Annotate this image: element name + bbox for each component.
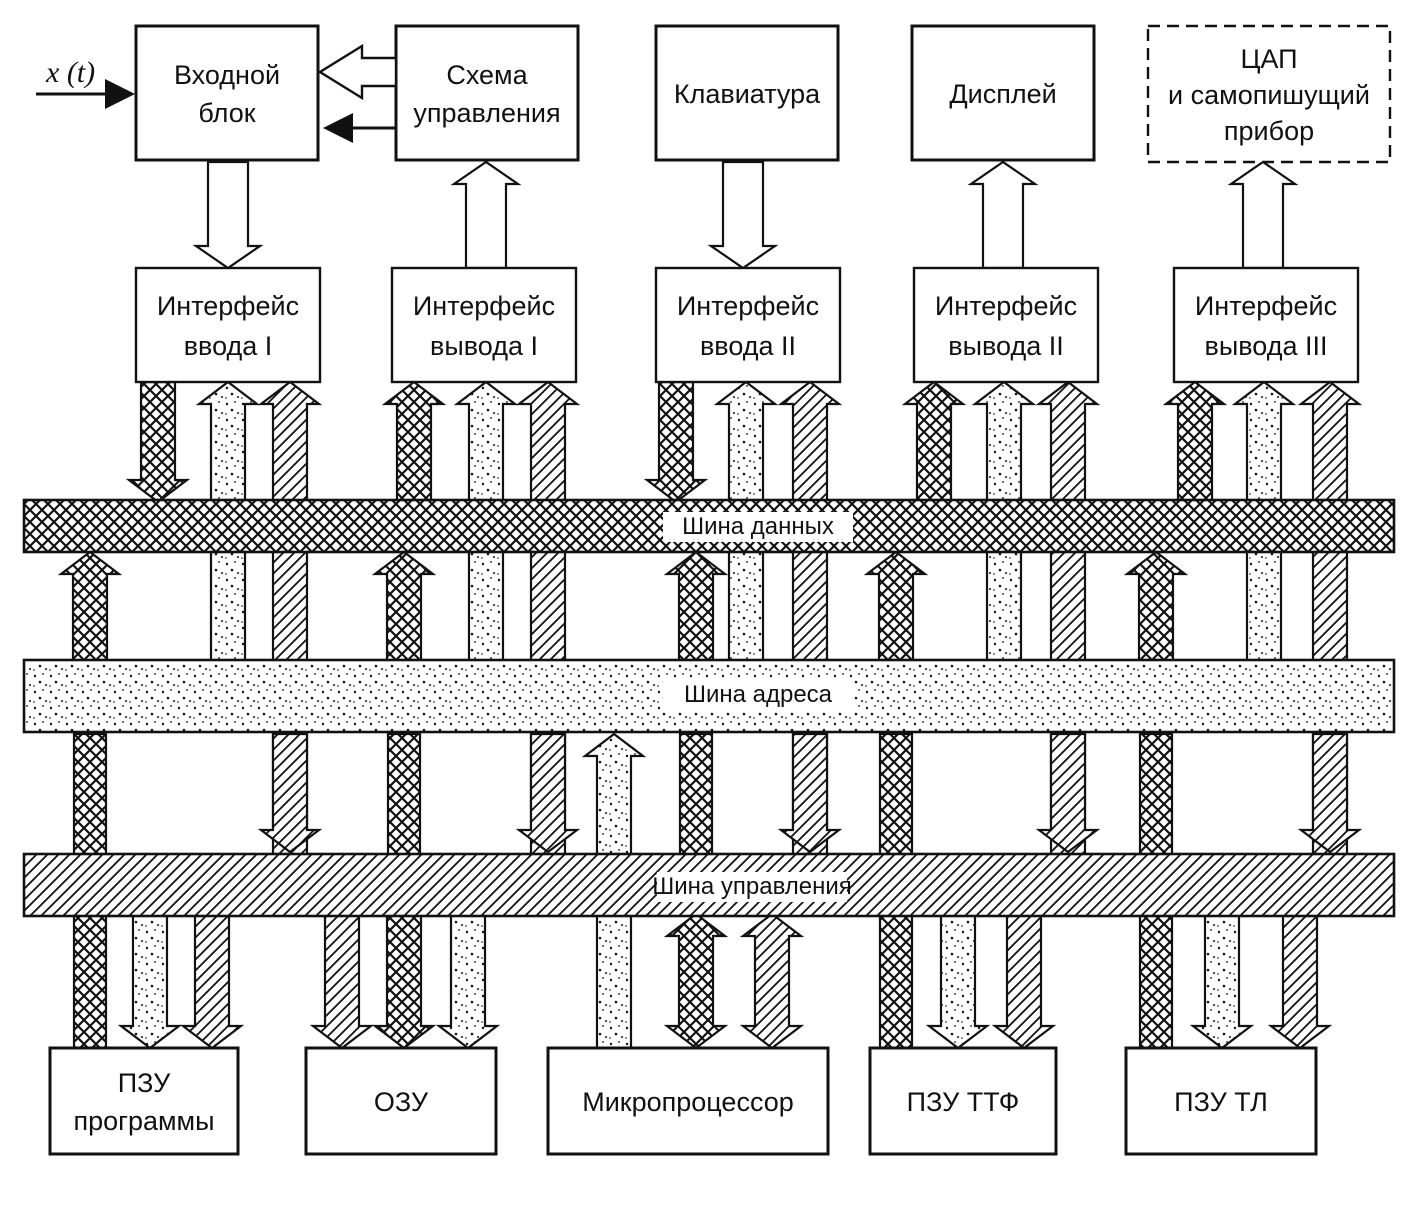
display-label: Дисплей (949, 79, 1056, 109)
data-line-pass-4 (878, 732, 914, 858)
microprocessor-line-2 (739, 912, 805, 1050)
program-rom-line-1 (72, 912, 108, 1050)
microprocessor-block (546, 1046, 830, 1156)
interface-output-1 (390, 266, 578, 384)
output-2-data-line (901, 380, 967, 504)
control-feed-arrow-5 (1297, 732, 1363, 854)
interface-input-2-label: ввода II (700, 331, 796, 361)
interface-input-2-label: Интерфейс (677, 291, 819, 321)
input-block (134, 24, 320, 162)
interface-output-1-label: Интерфейс (413, 291, 555, 321)
input-block-to-interface-arrow (192, 160, 264, 270)
interface-input-1-label: ввода I (184, 331, 273, 361)
dac-recorder-label: прибор (1224, 116, 1314, 146)
rom-tl-line-2 (1189, 912, 1255, 1050)
control-feed-arrow-1 (257, 732, 323, 854)
data-bus-feed-arrow-4 (863, 550, 929, 664)
interface-input-2 (654, 266, 842, 384)
input-block-label: Входной (174, 60, 280, 90)
ram-line-1 (309, 912, 375, 1050)
interface-output-1-label: вывода I (430, 331, 538, 361)
rom-ttf-block (868, 1046, 1058, 1156)
microprocessor-block-label: Микропроцессор (582, 1087, 794, 1117)
interface-to-display-arrow (967, 160, 1039, 270)
program-rom-block-label: программы (73, 1106, 214, 1136)
input-signal-label: x (t) (45, 56, 95, 89)
data-line-pass-5 (1138, 732, 1174, 858)
rom-ttf-line-2 (925, 912, 991, 1050)
interface-output-3-label: Интерфейс (1195, 291, 1337, 321)
rom-ttf-block-label: ПЗУ ТТФ (907, 1087, 1020, 1117)
input-2-data-line (643, 380, 709, 504)
display (910, 24, 1096, 162)
interface-output-2-label: Интерфейс (935, 291, 1077, 321)
interface-output-2 (912, 266, 1100, 384)
program-rom-block-label: ПЗУ (118, 1068, 171, 1098)
address-bus-label: Шина адреса (684, 681, 833, 708)
control-bus-label: Шина управления (652, 873, 852, 900)
rom-tl-line-3 (1267, 912, 1333, 1050)
program-rom-line-3 (179, 912, 245, 1050)
dac-recorder-label: ЦАП (1240, 44, 1297, 74)
data-bus-label-bg (663, 512, 853, 542)
data-bus-feed-arrow-3 (663, 550, 729, 664)
rom-ttf-line-3 (991, 912, 1057, 1050)
ram-block-label: ОЗУ (374, 1087, 429, 1117)
ram-line-3 (435, 912, 501, 1050)
control-circuit (394, 24, 580, 162)
control-feed-arrow-2 (515, 732, 581, 854)
interface-output-3-label: вывода III (1205, 331, 1328, 361)
data-bus-feed-arrow-1 (57, 550, 123, 664)
interface-output-2-label: вывода II (948, 331, 1064, 361)
control-circuit-label: управления (413, 98, 560, 128)
control-bus-label-bg (657, 872, 847, 902)
keyboard-to-interface-arrow (707, 160, 779, 270)
control-to-input-block-arrow (317, 43, 398, 101)
input-block-label: блок (198, 98, 255, 128)
address-bus-label-bg (663, 680, 853, 710)
rom-tl-line-1 (1138, 912, 1174, 1050)
data-line-pass-2 (386, 732, 422, 858)
data-line-pass-3 (678, 732, 714, 858)
control-circuit-label: Схема (446, 60, 528, 90)
output-1-data-line (381, 380, 447, 504)
keyboard (654, 24, 840, 162)
dac-recorder-label: и самопишущий (1168, 80, 1370, 110)
output-3-data-line (1162, 380, 1228, 504)
rom-tl-block-label: ПЗУ ТЛ (1174, 1087, 1268, 1117)
dac-recorder (1146, 24, 1392, 164)
data-bus-feed-arrow-5 (1123, 550, 1189, 664)
control-feed-arrow-3 (777, 732, 843, 854)
interface-input-1 (134, 266, 322, 384)
data-bus-feed-arrow-2 (371, 550, 437, 664)
rom-tl-block (1124, 1046, 1318, 1156)
rom-ttf-line-1 (878, 912, 914, 1050)
interface-to-dac-arrow (1227, 160, 1299, 270)
keyboard-label: Клавиатура (674, 79, 821, 109)
data-line-pass-1 (72, 732, 108, 858)
program-rom-block (48, 1046, 240, 1156)
microprocessor-line-1 (663, 912, 729, 1050)
ram-line-2 (371, 912, 437, 1050)
ram-block (304, 1046, 498, 1156)
input-1-data-line (125, 380, 191, 504)
interface-output-3 (1172, 266, 1360, 384)
data-bus-label: Шина данных (682, 513, 834, 540)
interface-to-control-circuit-arrow (450, 160, 522, 270)
program-rom-line-2 (117, 912, 183, 1050)
control-feed-arrow-4 (1035, 732, 1101, 854)
interface-input-1-label: Интерфейс (157, 291, 299, 321)
